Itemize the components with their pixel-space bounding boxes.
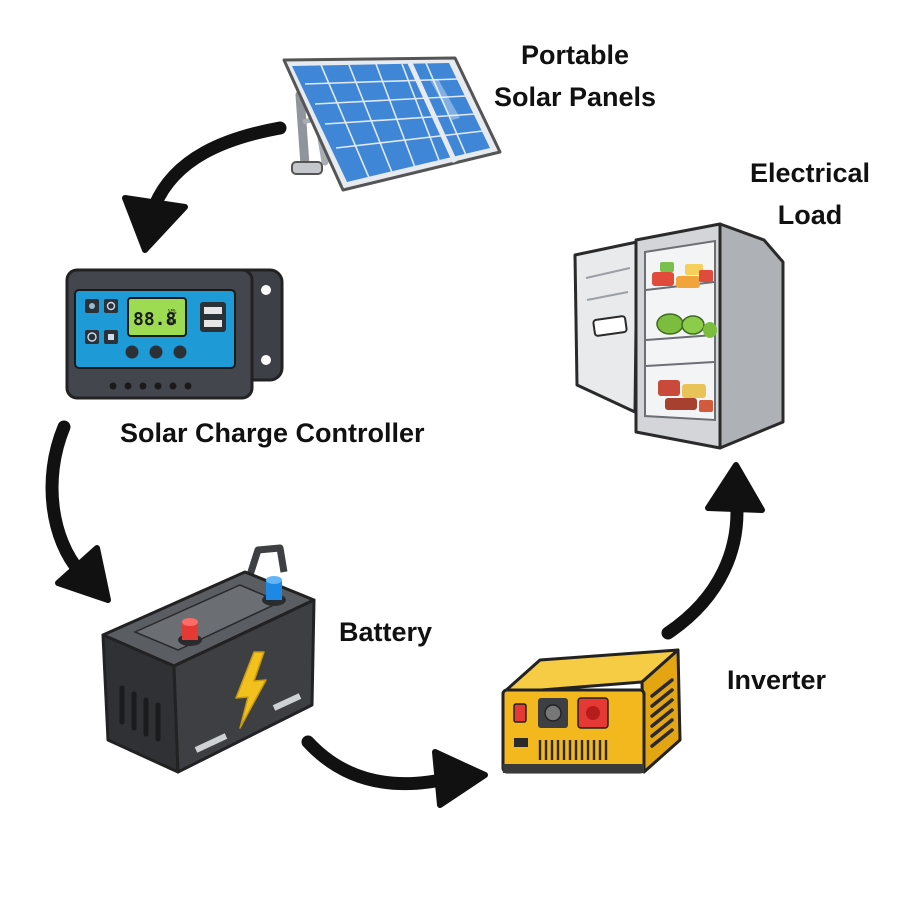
refrigerator-icon bbox=[573, 222, 785, 450]
car-battery-icon bbox=[101, 544, 316, 774]
power-inverter-icon bbox=[501, 648, 682, 774]
arrow-controller-to-battery bbox=[45, 420, 111, 603]
lcd-reading: 88.8 bbox=[133, 309, 176, 330]
arrow-battery-to-inverter bbox=[301, 735, 488, 808]
battery-label: Battery bbox=[339, 617, 433, 647]
solar-panel-icon bbox=[282, 56, 502, 192]
lcd-unit-bottom: AH bbox=[168, 318, 176, 326]
charge-controller-label: Solar Charge Controller bbox=[120, 418, 425, 448]
arrow-panels-to-controller bbox=[122, 121, 287, 253]
charge-controller-icon: 88.8 V% AH bbox=[65, 268, 284, 400]
lcd-unit-top: V% bbox=[168, 308, 177, 316]
electrical-load-label-line-2: Load bbox=[777, 200, 843, 230]
solar-panels-label-line-2: Solar Panels bbox=[493, 82, 657, 112]
solar-panels-label-line-1: Portable bbox=[520, 40, 630, 70]
electrical-load-label-line-1: Electrical bbox=[749, 158, 871, 188]
inverter-label: Inverter bbox=[727, 665, 827, 695]
electrical-load-label: Electrical Load bbox=[724, 152, 896, 236]
arrow-inverter-to-load bbox=[661, 462, 765, 640]
solar-panels-label: Portable Solar Panels bbox=[470, 34, 680, 118]
